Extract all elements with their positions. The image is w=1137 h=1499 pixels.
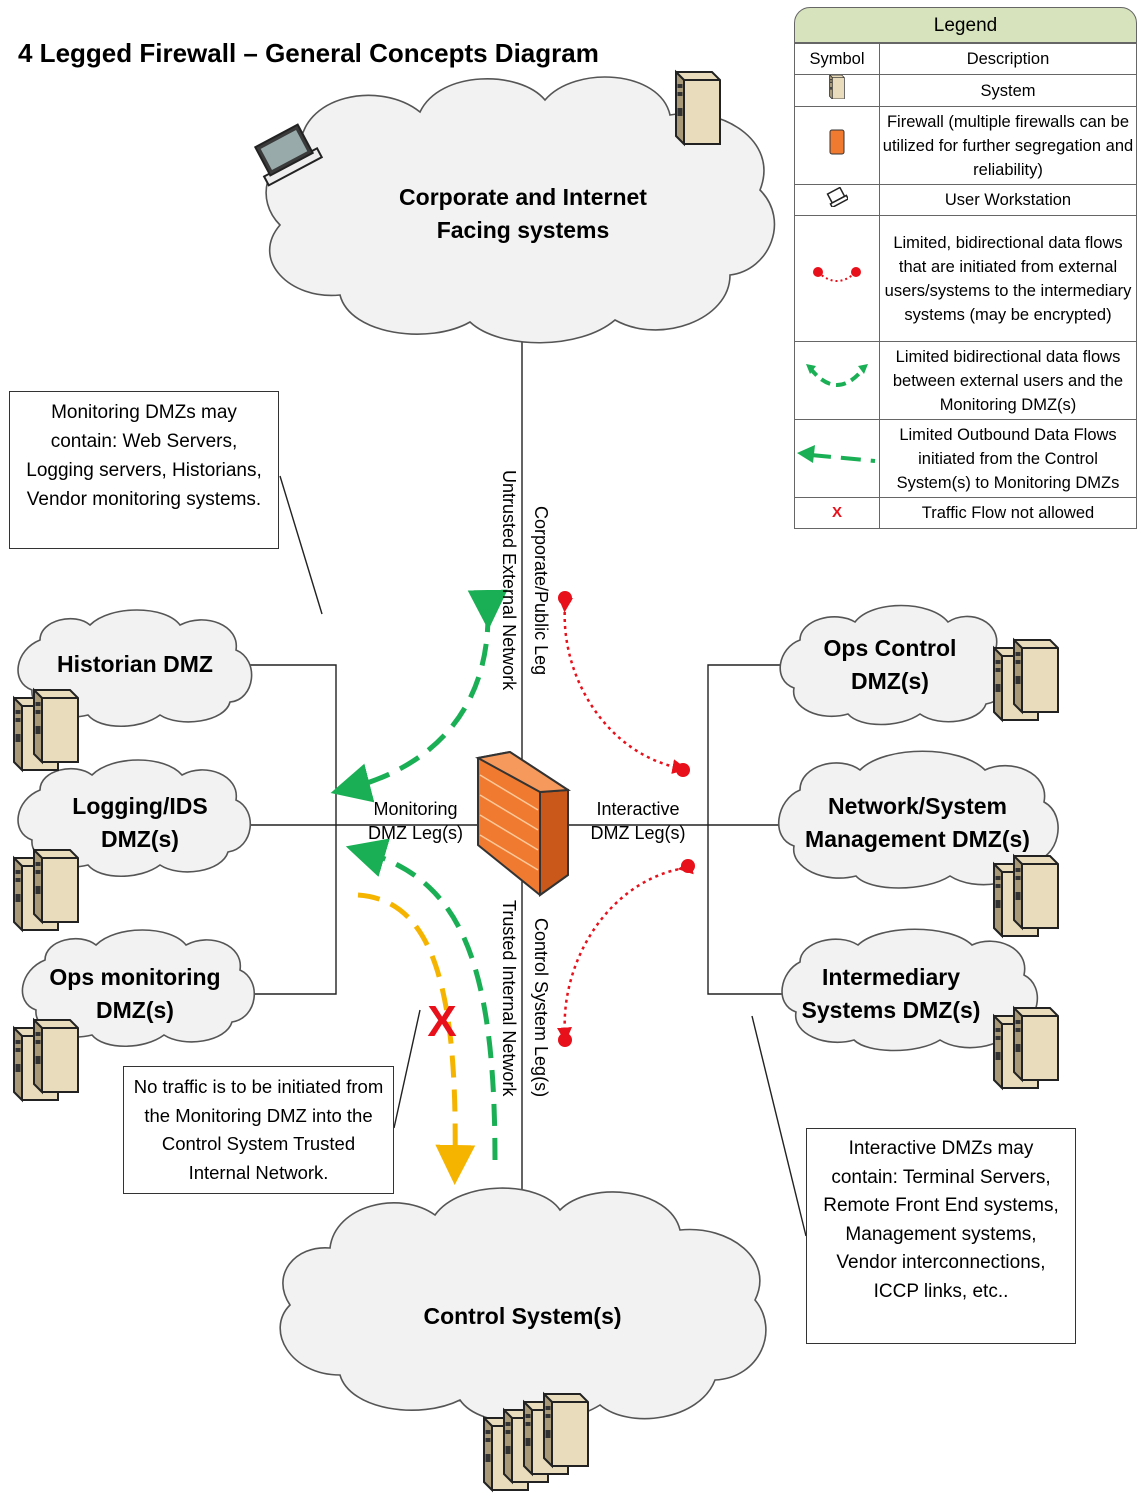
legend-green-bidirectional-icon: [794, 341, 880, 420]
corporate-server-icon: [675, 71, 721, 145]
legend-row-description: Limited, bidirectional data flows that a…: [879, 215, 1137, 342]
historian-cloud-label: Historian DMZ: [57, 651, 213, 677]
monitoring-dmz-note: Monitoring DMZs may contain: Web Servers…: [9, 391, 279, 549]
legend-red-x-icon: X: [794, 497, 880, 529]
legend-red-dotted-arrow-icon: [794, 215, 880, 342]
historian-server-icon: [14, 690, 78, 770]
interactive-dmz-note: Interactive DMZs may contain: Terminal S…: [806, 1128, 1076, 1344]
untrusted-network-label: Untrusted External Network: [499, 470, 519, 691]
logging-cloud-label: Logging/IDS DMZ(s): [72, 793, 208, 852]
green-outbound-flow: [345, 838, 498, 1161]
legend-table: Symbol Description System Firewall (mult…: [794, 43, 1137, 529]
legend-row: User Workstation: [794, 184, 1137, 216]
legend: Legend Symbol Description System Firewal…: [794, 7, 1137, 529]
corporate-cloud: [265, 76, 776, 344]
interactive-leg-label: Interactive DMZ Leg(s): [590, 799, 686, 843]
page-title: 4 Legged Firewall – General Concepts Dia…: [18, 38, 599, 68]
netsys-server-icon: [994, 856, 1058, 936]
legend-row-description: User Workstation: [879, 184, 1137, 216]
legend-description-header: Description: [879, 43, 1137, 75]
legend-row: System: [794, 74, 1137, 107]
legend-row: X Traffic Flow not allowed: [794, 497, 1137, 529]
control-cloud-label: Control System(s): [423, 1303, 622, 1329]
control-cloud: [279, 1187, 767, 1424]
ops-monitoring-server-icon: [14, 1020, 78, 1100]
interactive-note-pointer: [751, 1015, 807, 1237]
ops-monitoring-cloud-label: Ops monitoring DMZ(s): [49, 964, 221, 1023]
logging-server-icon: [14, 850, 78, 930]
red-flow-top: [558, 597, 688, 774]
legend-row: Limited, bidirectional data flows that a…: [794, 215, 1137, 342]
monitoring-note-pointer: [279, 475, 323, 615]
legend-firewall-icon: [794, 106, 880, 185]
legend-row-description: Traffic Flow not allowed: [879, 497, 1137, 529]
ops-control-server-icon: [994, 640, 1058, 720]
monitoring-bracket-line: [240, 664, 337, 995]
green-bidirectional-flow: [330, 589, 508, 803]
legend-row-description: Limited Outbound Data Flows initiated fr…: [879, 419, 1137, 498]
legend-row: Firewall (multiple firewalls can be util…: [794, 106, 1137, 185]
corporate-cloud-label: Corporate and Internet Facing systems: [399, 184, 647, 243]
firewall-icon: [475, 750, 572, 897]
interactive-bracket-line: [707, 664, 785, 995]
legend-green-outbound-icon: [794, 419, 880, 498]
legend-laptop-icon: [794, 184, 880, 216]
legend-server-icon: [794, 74, 880, 107]
no-traffic-note: No traffic is to be initiated from the M…: [123, 1066, 394, 1194]
monitoring-leg-label: Monitoring DMZ Leg(s): [367, 799, 463, 843]
ops-control-cloud-label: Ops Control DMZ(s): [823, 635, 957, 694]
netsys-cloud-label: Network/System Management DMZ(s): [805, 793, 1030, 852]
intermediary-cloud-label: Intermediary Systems DMZ(s): [801, 964, 981, 1023]
corporate-leg-label: Corporate/Public Leg: [531, 506, 551, 676]
ops-control-cloud: [779, 604, 1012, 726]
intermediary-server-icon: [994, 1008, 1058, 1088]
legend-symbol-header: Symbol: [794, 43, 880, 75]
legend-row: Limited bidirectional data flows between…: [794, 341, 1137, 420]
trusted-network-label: Trusted Internal Network: [499, 900, 519, 1097]
legend-row-description: Limited bidirectional data flows between…: [879, 341, 1137, 420]
yellow-blocked-flow: [357, 892, 476, 1185]
laptop-icon: [253, 123, 324, 187]
legend-row-description: Firewall (multiple firewalls can be util…: [879, 106, 1137, 185]
red-flow-endpoints: [558, 591, 695, 1047]
legend-header-row: Symbol Description: [794, 43, 1137, 75]
no-traffic-note-pointer: [393, 1009, 421, 1129]
blocked-x-mark: X: [427, 997, 456, 1046]
control-leg-label: Control System Leg(s): [531, 918, 551, 1098]
legend-row-description: System: [879, 74, 1137, 107]
legend-title: Legend: [794, 7, 1137, 43]
red-flow-bottom: [557, 859, 694, 1043]
legend-row: Limited Outbound Data Flows initiated fr…: [794, 419, 1137, 498]
